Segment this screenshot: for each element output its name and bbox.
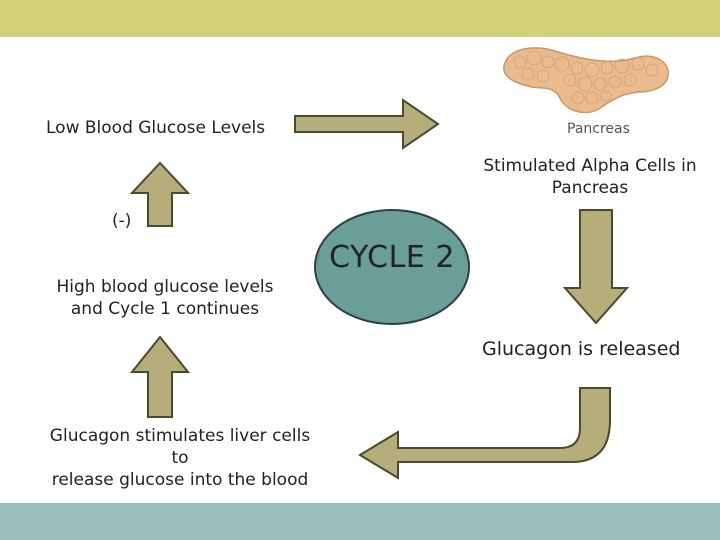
low-glucose-label: Low Blood Glucose Levels <box>46 118 266 138</box>
arrow-right-icon <box>294 98 440 150</box>
bottom-band <box>0 503 720 540</box>
top-band <box>0 0 720 37</box>
pancreas-label: Pancreas <box>567 121 630 137</box>
negative-sign-label: (-) <box>112 211 132 231</box>
alpha-cells-label: Stimulated Alpha Cells in Pancreas <box>475 155 705 199</box>
arrow-up-lower-icon <box>129 335 191 418</box>
arrow-down-icon <box>562 209 630 325</box>
glucagon-released-label: Glucagon is released <box>482 338 681 360</box>
liver-line1: Glucagon stimulates liver cells to <box>49 426 311 468</box>
alpha-cells-line2: Pancreas <box>551 178 629 198</box>
high-glucose-label: High blood glucose levels and Cycle 1 co… <box>40 276 290 320</box>
alpha-cells-line1: Stimulated Alpha Cells in <box>483 156 697 176</box>
liver-label: Glucagon stimulates liver cells to relea… <box>40 425 320 491</box>
high-glucose-line2: and Cycle 1 continues <box>70 299 260 319</box>
pancreas-illustration-icon <box>503 47 669 114</box>
cycle-circle <box>314 209 470 325</box>
liver-line2: release glucose into the blood <box>51 470 309 490</box>
high-glucose-line1: High blood glucose levels <box>56 277 274 297</box>
cycle-title: CYCLE 2 <box>329 240 455 275</box>
arrow-up-upper-icon <box>129 161 191 227</box>
arrow-curved-left-icon <box>358 387 611 480</box>
